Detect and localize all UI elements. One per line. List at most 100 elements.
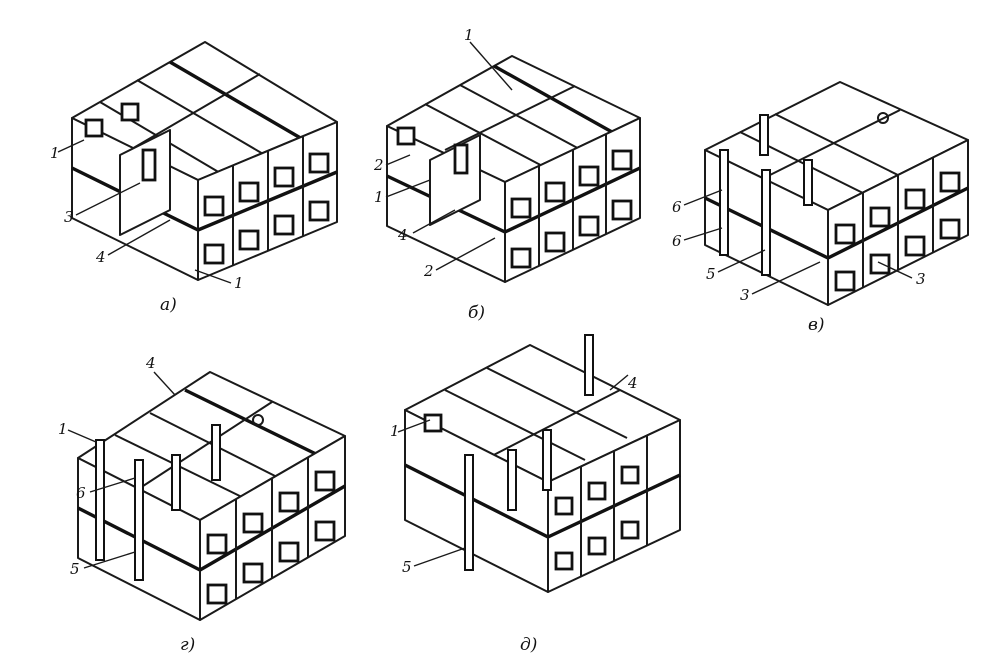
callout-label: 3 <box>64 208 74 226</box>
callout-label: 1 <box>58 420 68 438</box>
figure-g-drawing: 4 1 6 5 г) <box>58 354 346 655</box>
window <box>939 171 961 193</box>
window <box>120 102 140 122</box>
window <box>620 465 640 485</box>
column <box>542 429 552 491</box>
figure-caption: а) <box>160 295 177 315</box>
column <box>171 454 181 511</box>
window <box>834 223 856 245</box>
leader-line <box>153 371 176 396</box>
roof-joint <box>444 389 586 461</box>
roof-joint <box>139 401 273 489</box>
leader-line <box>412 209 456 234</box>
window <box>869 253 891 275</box>
window <box>544 181 566 203</box>
leader-line <box>83 551 136 569</box>
floor-slab-edge <box>404 463 549 539</box>
column <box>95 439 105 561</box>
column <box>759 114 769 156</box>
roof-joint <box>459 84 586 153</box>
callout-label: 3 <box>916 270 926 288</box>
door-opening <box>141 148 157 182</box>
window <box>578 165 600 187</box>
column <box>761 169 771 276</box>
callout-label: 6 <box>672 198 682 216</box>
leader-line <box>67 429 97 443</box>
leader-line <box>717 249 766 273</box>
column <box>464 454 474 571</box>
window <box>203 243 225 265</box>
figure-caption: д) <box>520 635 537 655</box>
leader-line <box>877 261 913 279</box>
window <box>238 181 260 203</box>
callout-label: 4 <box>95 248 106 266</box>
callout-label: 2 <box>423 262 434 280</box>
leader-line <box>194 269 232 284</box>
callout-label: 6 <box>672 232 682 250</box>
roof-joint <box>486 367 628 439</box>
roof-joint <box>169 60 305 142</box>
leader-line <box>385 179 431 198</box>
column <box>719 149 729 256</box>
window <box>939 218 961 240</box>
callout-label: 4 <box>397 226 408 244</box>
column <box>803 159 813 206</box>
leader-line <box>75 182 141 216</box>
window <box>869 206 891 228</box>
column <box>584 334 594 396</box>
leader-line <box>385 154 411 166</box>
window <box>611 149 633 171</box>
window <box>273 214 295 236</box>
roof-joint <box>129 73 261 151</box>
window <box>611 199 633 221</box>
roof-node <box>252 414 264 426</box>
window <box>587 481 607 501</box>
leader-line <box>683 227 723 241</box>
roof-joint <box>136 79 271 159</box>
window <box>278 491 300 513</box>
window <box>423 413 443 433</box>
window <box>834 270 856 292</box>
window <box>587 536 607 556</box>
figure-d-drawing: 1 4 5 д) <box>390 334 681 655</box>
window <box>510 247 532 269</box>
roof-joint <box>184 388 319 457</box>
leader-line <box>57 139 85 153</box>
figure-caption: б) <box>468 303 485 323</box>
callout-label: 5 <box>402 558 412 576</box>
window <box>278 541 300 563</box>
window <box>396 126 416 146</box>
callout-label: 6 <box>76 484 86 502</box>
leader-line <box>751 261 821 295</box>
callout-label: 4 <box>627 374 638 392</box>
leader-line <box>413 547 466 567</box>
window <box>578 215 600 237</box>
window <box>84 118 104 138</box>
callout-label: 4 <box>145 354 156 372</box>
window <box>238 229 260 251</box>
leader-line <box>609 374 629 391</box>
window <box>314 520 336 542</box>
callout-label: 5 <box>70 560 80 578</box>
callout-label: 1 <box>234 274 244 292</box>
window <box>510 197 532 219</box>
window <box>308 152 330 174</box>
figure-a-drawing: 1 3 4 1 а) <box>50 41 338 315</box>
window <box>904 235 926 257</box>
window <box>554 496 574 516</box>
window <box>242 562 264 584</box>
window <box>554 551 574 571</box>
window <box>314 470 336 492</box>
leader-line <box>435 237 496 271</box>
leader-line <box>683 189 723 206</box>
window <box>273 166 295 188</box>
window <box>242 512 264 534</box>
figure-v-drawing: 6 6 5 3 3 в) <box>672 81 969 335</box>
callout-label: 3 <box>740 286 750 304</box>
roof-node <box>877 112 889 124</box>
figure-b-drawing: 1 2 1 4 2 б) <box>373 26 641 323</box>
roof-joint <box>774 113 909 181</box>
interior-wall-opening <box>119 129 171 236</box>
column <box>507 449 517 511</box>
